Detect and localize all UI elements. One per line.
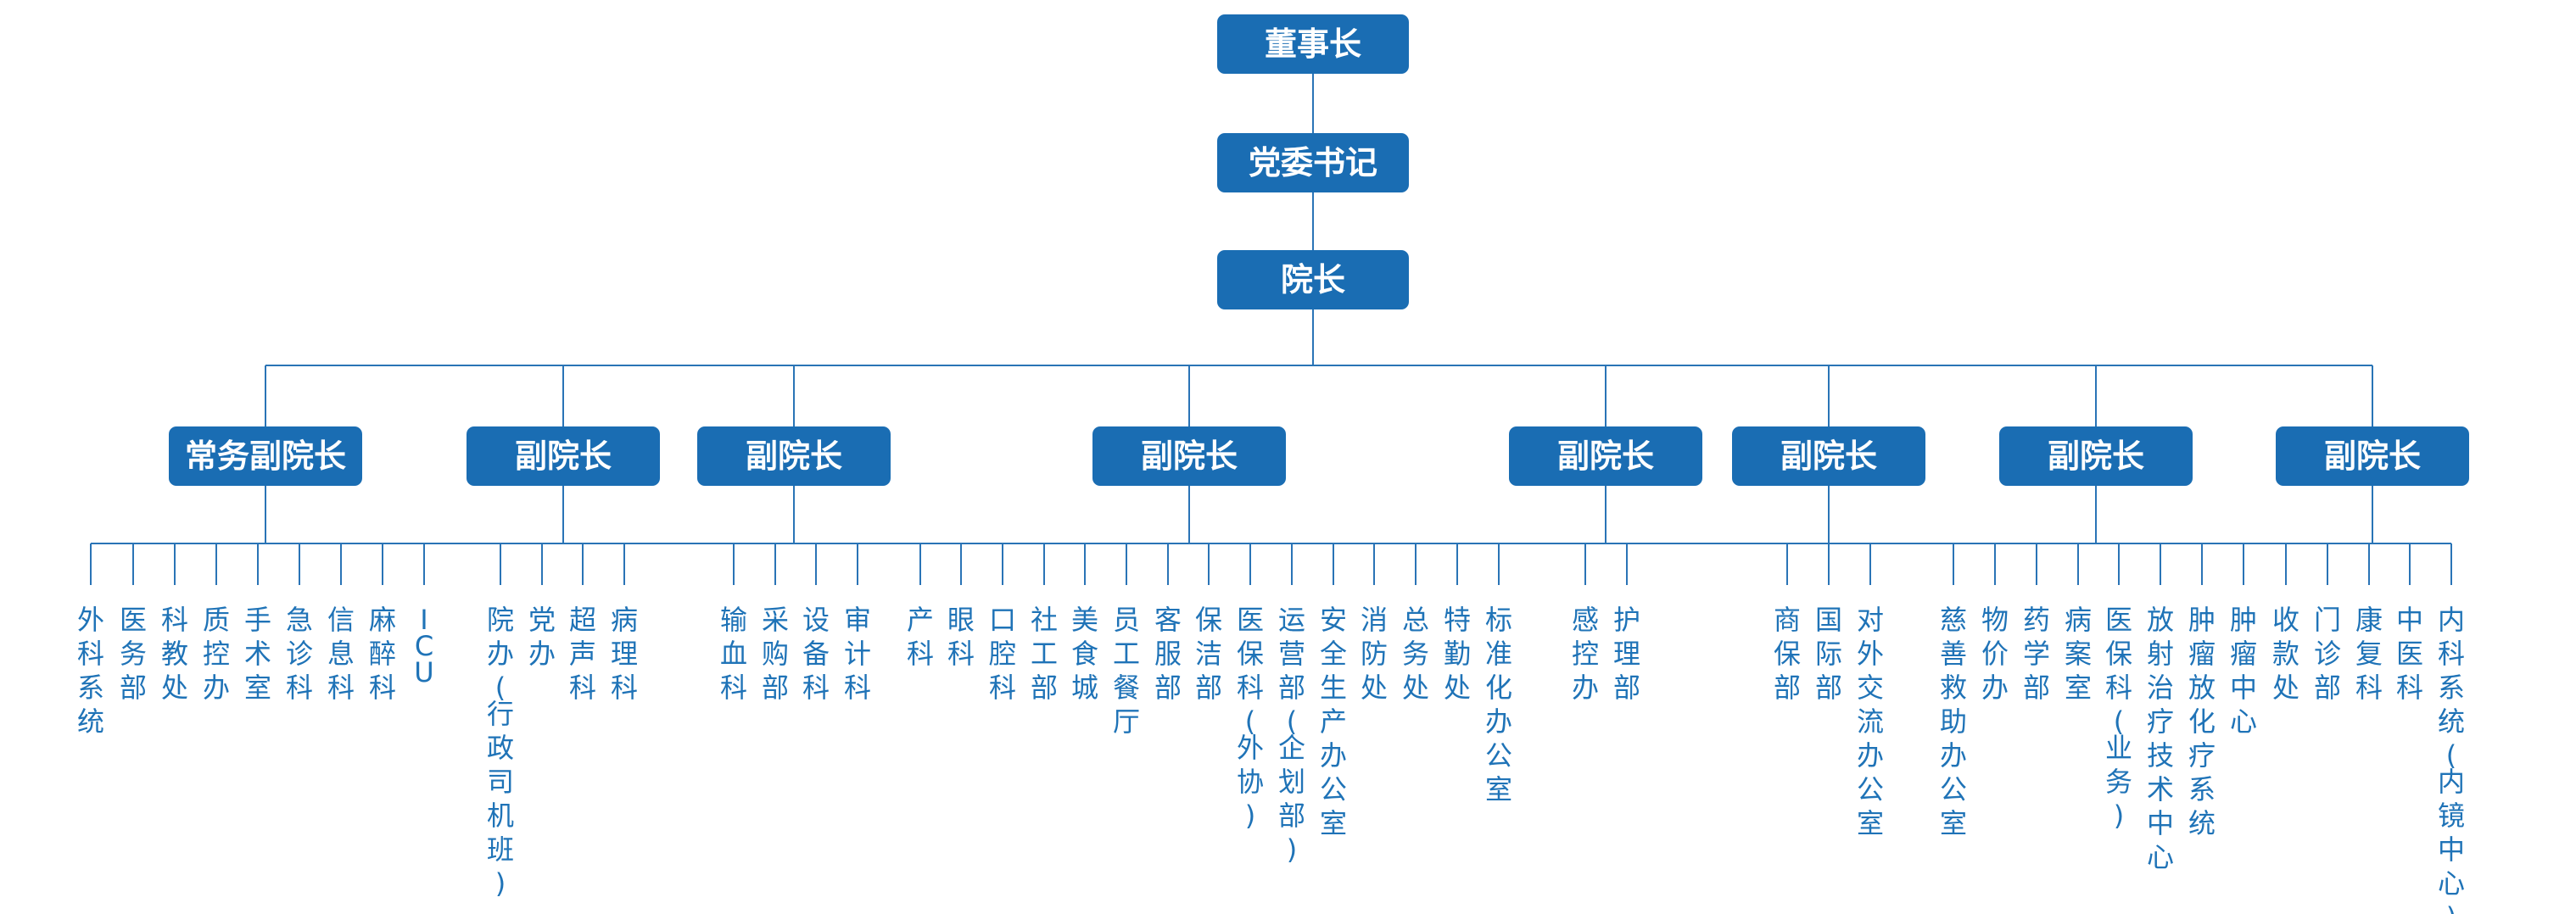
dept-1-1: 党办 bbox=[528, 604, 556, 670]
dept-6-5: 放射治疗技术中心 bbox=[2147, 604, 2174, 873]
vice-president-0-box bbox=[169, 426, 362, 486]
dept-2-3: 审计科 bbox=[844, 604, 871, 704]
vice-president-2-label: 副院长 bbox=[746, 437, 842, 475]
vice-president-6[interactable]: 副院长 bbox=[1999, 426, 2193, 486]
vice-president-4-label: 副院长 bbox=[1557, 437, 1654, 475]
vice-president-2-box bbox=[697, 426, 891, 486]
dept-3-6: 客服部 bbox=[1154, 604, 1182, 704]
dept-3-14: 标准化办公室 bbox=[1485, 604, 1512, 805]
dept-3-5: 员工餐厅 bbox=[1113, 604, 1140, 738]
leader-1-box bbox=[1217, 133, 1409, 192]
dept-3-7: 保洁部 bbox=[1195, 604, 1222, 704]
dept-0-3: 质控办 bbox=[203, 604, 230, 704]
vice-president-0[interactable]: 常务副院长 bbox=[169, 426, 362, 486]
dept-7-4: 内科系统(内镜中心) bbox=[2438, 604, 2465, 914]
dept-4-0: 感控办 bbox=[1572, 604, 1599, 704]
dept-3-9: 运营部(企划部) bbox=[1278, 604, 1305, 866]
vice-president-4-box bbox=[1509, 426, 1702, 486]
leader-1-label: 党委书记 bbox=[1249, 144, 1377, 181]
dept-7-2: 康复科 bbox=[2355, 604, 2383, 704]
vice-president-6-label: 副院长 bbox=[2048, 437, 2144, 475]
vice-president-3-box bbox=[1092, 426, 1286, 486]
leader-0[interactable]: 董事长 bbox=[1217, 14, 1409, 74]
dept-7-0: 收款处 bbox=[2272, 604, 2299, 704]
dept-6-7: 肿瘤中心 bbox=[2230, 604, 2257, 738]
vice-president-2[interactable]: 副院长 bbox=[697, 426, 891, 486]
dept-5-1: 国际部 bbox=[1815, 604, 1842, 704]
vice-president-5[interactable]: 副院长 bbox=[1732, 426, 1925, 486]
dept-5-2: 对外交流办公室 bbox=[1857, 604, 1884, 839]
vice-president-1-label: 副院长 bbox=[515, 437, 612, 475]
dept-6-4: 医保科(业务) bbox=[2105, 604, 2132, 832]
dept-6-6: 肿瘤放化疗系统 bbox=[2188, 604, 2216, 839]
dept-0-4: 手术室 bbox=[244, 604, 271, 704]
dept-0-6: 信息科 bbox=[327, 604, 355, 704]
vice-president-1[interactable]: 副院长 bbox=[467, 426, 660, 486]
dept-0-7: 麻醉科 bbox=[369, 604, 396, 704]
dept-2-1: 采购部 bbox=[762, 604, 789, 704]
leader-2-label: 院长 bbox=[1281, 261, 1345, 298]
dept-5-0: 商保部 bbox=[1774, 604, 1801, 704]
dept-3-1: 眼科 bbox=[947, 604, 975, 670]
leader-2[interactable]: 院长 bbox=[1217, 250, 1409, 309]
dept-4-1: 护理部 bbox=[1613, 604, 1640, 704]
dept-0-5: 急诊科 bbox=[286, 604, 313, 704]
leader-0-label: 董事长 bbox=[1265, 25, 1361, 63]
dept-1-2: 超声科 bbox=[569, 604, 596, 704]
vice-president-1-box bbox=[467, 426, 660, 486]
dept-0-2: 科教处 bbox=[161, 604, 188, 704]
dept-1-3: 病理科 bbox=[611, 604, 638, 704]
leader-1[interactable]: 党委书记 bbox=[1217, 133, 1409, 192]
dept-3-11: 消防处 bbox=[1361, 604, 1388, 704]
dept-3-8: 医保科(外协) bbox=[1237, 604, 1264, 832]
dept-3-0: 产科 bbox=[907, 604, 934, 670]
dept-3-2: 口腔科 bbox=[989, 604, 1016, 704]
leader-2-box bbox=[1217, 250, 1409, 309]
dept-7-3: 中医科 bbox=[2396, 604, 2423, 704]
dept-2-2: 设备科 bbox=[802, 604, 830, 704]
vice-president-5-label: 副院长 bbox=[1780, 437, 1877, 475]
dept-6-2: 药学部 bbox=[2023, 604, 2050, 704]
dept-6-3: 病案室 bbox=[2065, 604, 2092, 704]
vice-president-7[interactable]: 副院长 bbox=[2276, 426, 2469, 486]
dept-2-0: 输血科 bbox=[720, 604, 747, 704]
dept-6-1: 物价办 bbox=[1981, 604, 2009, 704]
dept-6-0: 慈善救助办公室 bbox=[1940, 604, 1967, 839]
dept-7-1: 门诊部 bbox=[2314, 604, 2341, 704]
vice-president-7-box bbox=[2276, 426, 2469, 486]
dept-0-0: 外科系统 bbox=[77, 604, 104, 738]
dept-1-0: 院办(行政司机班) bbox=[487, 604, 514, 900]
vice-president-3[interactable]: 副院长 bbox=[1092, 426, 1286, 486]
dept-3-4: 美食城 bbox=[1071, 604, 1098, 704]
vice-president-6-box bbox=[1999, 426, 2193, 486]
dept-3-12: 总务处 bbox=[1402, 604, 1429, 704]
dept-0-1: 医务部 bbox=[120, 604, 147, 704]
vice-president-7-label: 副院长 bbox=[2324, 437, 2421, 475]
dept-3-13: 特勤处 bbox=[1444, 604, 1471, 704]
leader-0-box bbox=[1217, 14, 1409, 74]
vice-president-4[interactable]: 副院长 bbox=[1509, 426, 1702, 486]
dept-3-3: 社工部 bbox=[1031, 604, 1058, 704]
vice-president-3-label: 副院长 bbox=[1141, 437, 1238, 475]
vice-president-5-box bbox=[1732, 426, 1925, 486]
dept-3-10: 安全生产办公室 bbox=[1320, 604, 1347, 839]
vice-president-0-label: 常务副院长 bbox=[185, 437, 346, 475]
